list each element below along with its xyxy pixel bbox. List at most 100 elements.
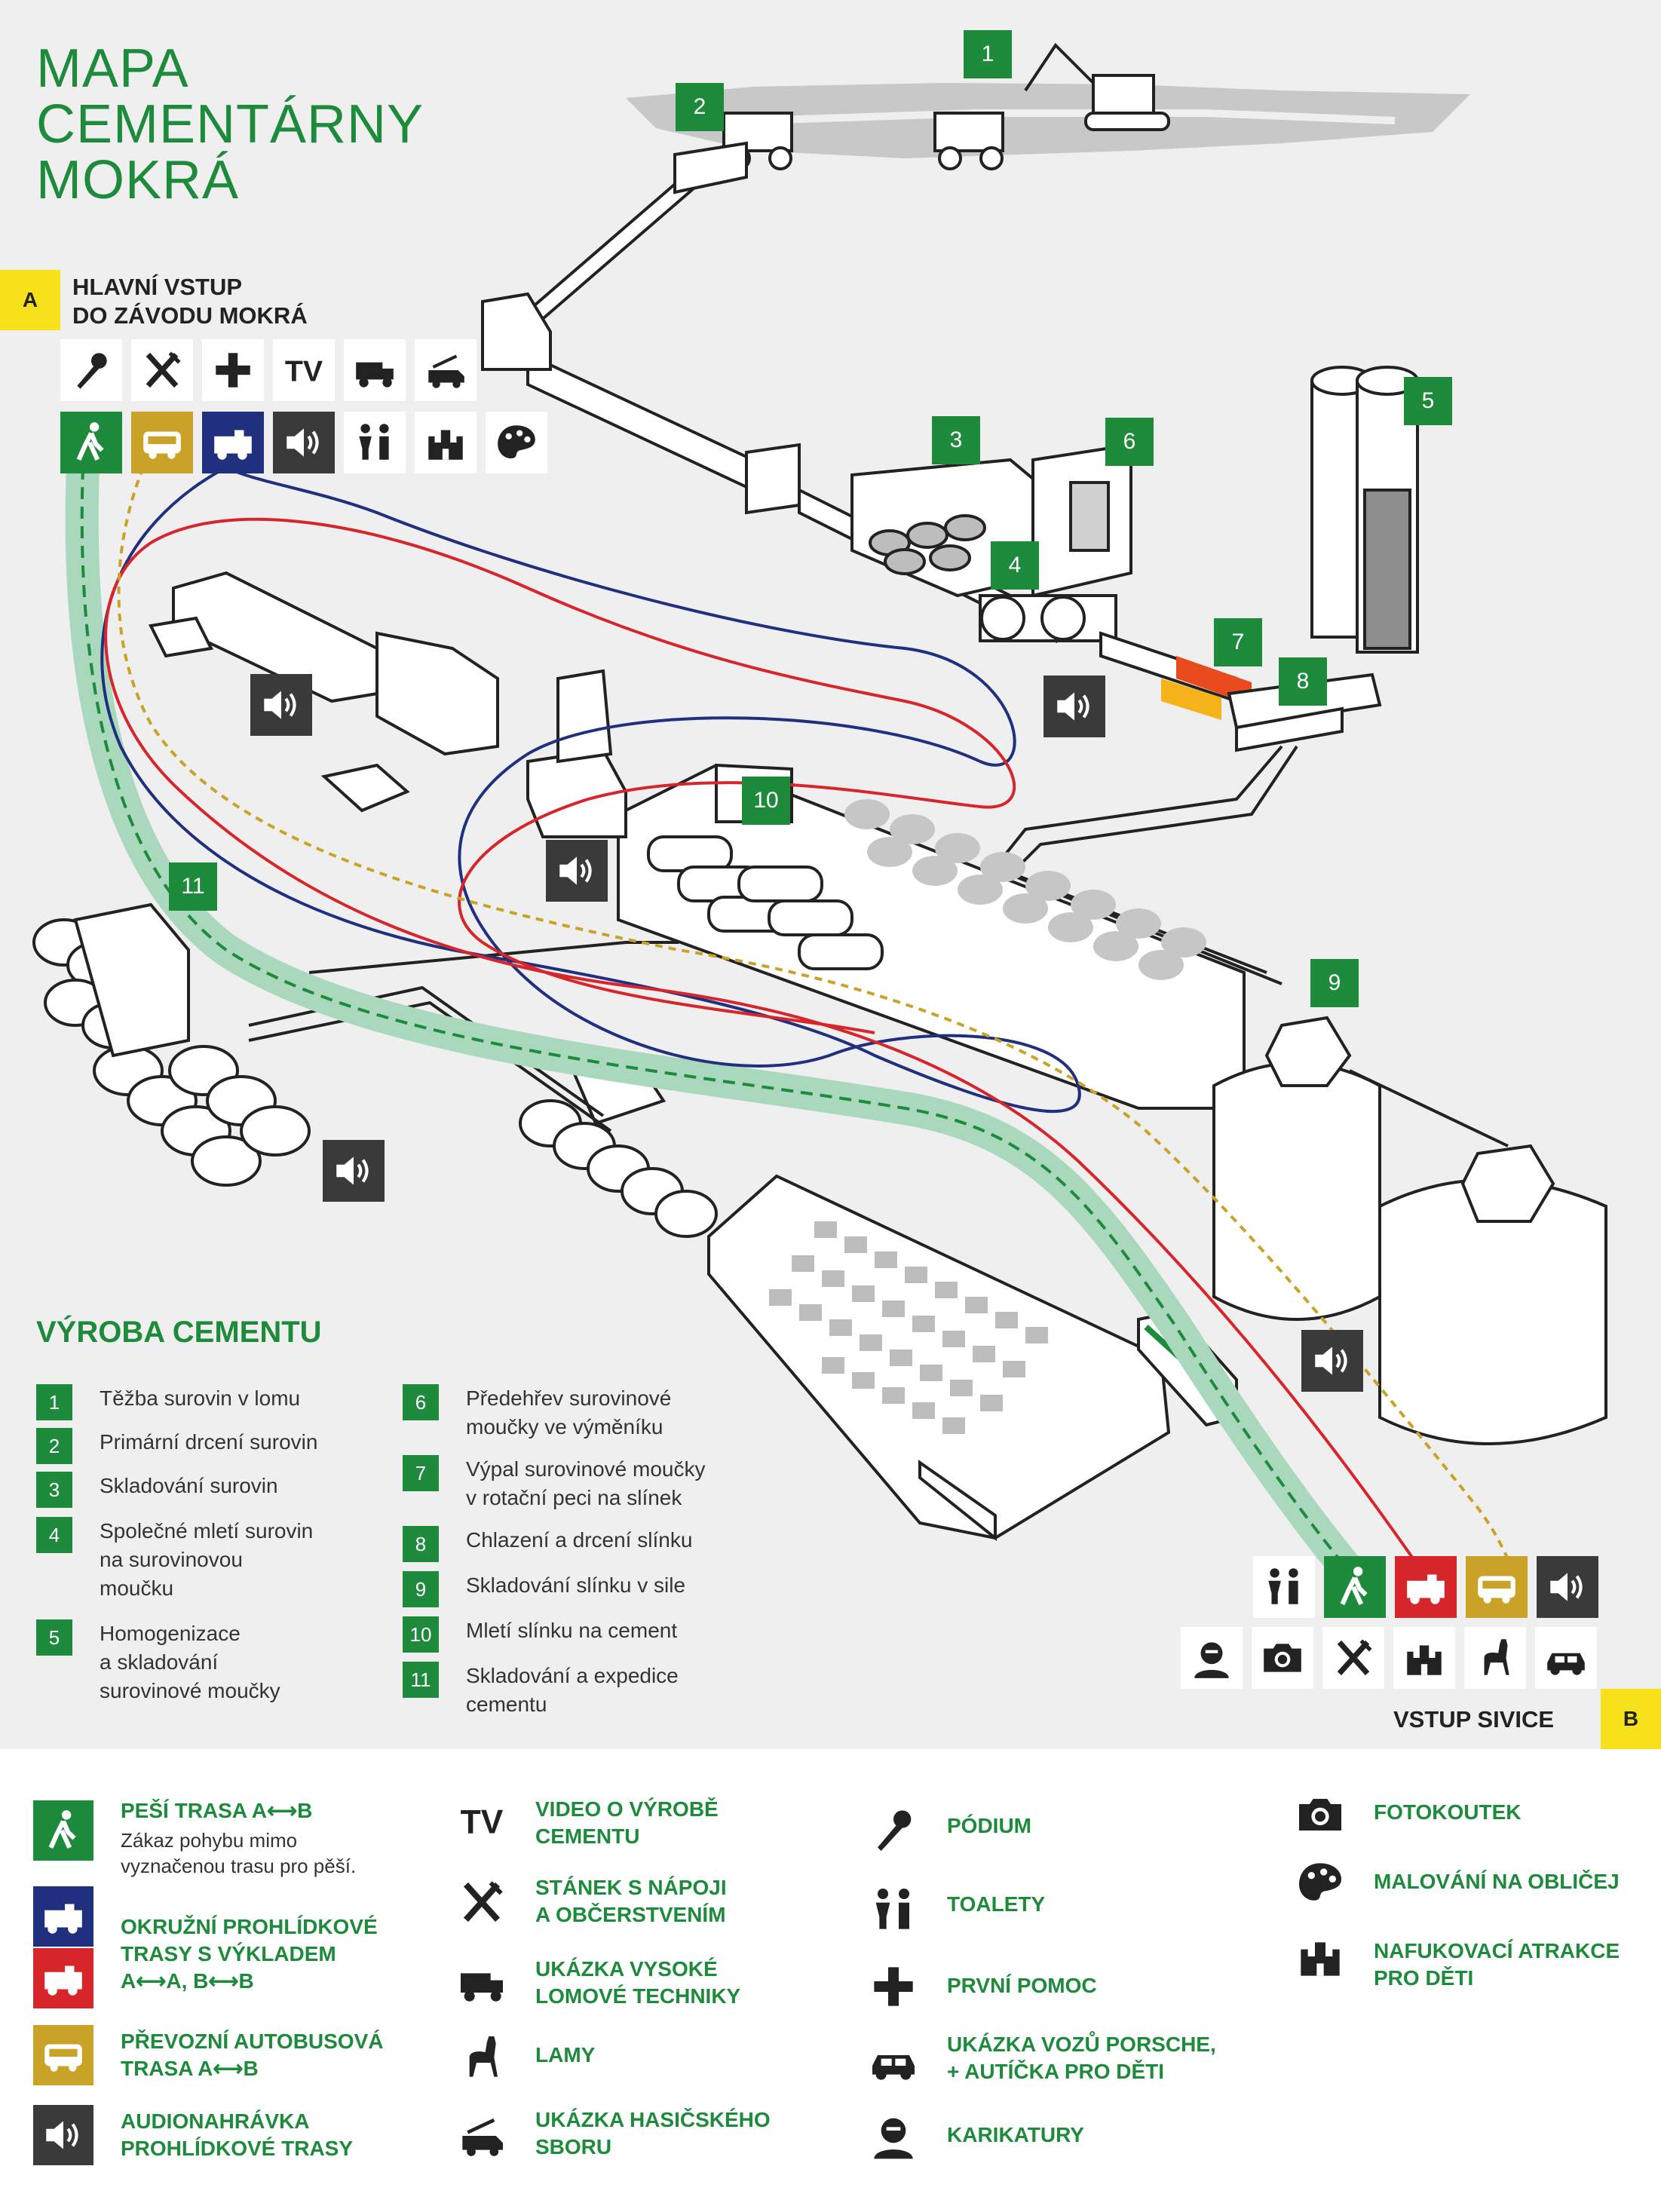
first-aid-icon[interactable] — [202, 339, 264, 401]
expedition-conveyors — [248, 941, 679, 1132]
step-text-3: Skladování surovin — [100, 1474, 278, 1497]
map-step-10[interactable]: 10 — [742, 777, 790, 825]
excavator — [1024, 42, 1170, 131]
quarry-area — [626, 83, 1470, 158]
map-step-3[interactable]: 3 — [932, 416, 980, 464]
map-audio-marker-4[interactable] — [323, 1140, 385, 1202]
step-row-9: 9 Skladování slínku v sile — [403, 1571, 685, 1607]
legend-toilets-label: TOALETY — [947, 1892, 1046, 1916]
legend-audio-icon — [33, 2105, 93, 2165]
entry-b-walking-icon[interactable] — [1324, 1556, 1386, 1618]
entry-b-toilets-icon[interactable] — [1253, 1556, 1315, 1618]
legend-toilets-icon — [875, 1889, 909, 1929]
legend-mining-icon — [461, 1973, 503, 2002]
bouncy-castle-icon[interactable] — [415, 412, 477, 473]
legend-food-label: STÁNEK S NÁPOJI A OBČERSTVENÍM — [535, 1876, 727, 1926]
toilets-icon[interactable] — [344, 412, 406, 473]
legend-video-icon-label: TV — [461, 1803, 504, 1840]
cement-mill-building — [617, 763, 1246, 1110]
stage-icon[interactable] — [60, 339, 122, 401]
walking-path-dashed — [80, 467, 1351, 1573]
map-step-11[interactable]: 11 — [169, 862, 217, 911]
step-text-8: Chlazení a drcení slínku — [466, 1528, 693, 1552]
legend-llama-icon — [469, 2036, 498, 2077]
video-icon[interactable]: TV — [273, 339, 335, 401]
legend-food-icon — [463, 1881, 503, 1922]
map-audio-marker-1[interactable] — [250, 674, 312, 736]
step-num-2: 2 — [36, 1428, 72, 1464]
entry-b-tour-train-red-icon[interactable] — [1395, 1556, 1457, 1618]
map-step-7[interactable]: 7 — [1214, 618, 1262, 666]
legend-tour-navy-icon — [33, 1886, 93, 1947]
entry-b-audio-icon[interactable] — [1537, 1556, 1598, 1618]
step-row-11: 11 Skladování a expedice cementu — [403, 1662, 679, 1719]
legend-first-aid-label: PRVNÍ POMOC — [947, 1974, 1097, 1997]
step-text-10: Mletí slínku na cement — [466, 1619, 678, 1642]
step-num-3: 3 — [36, 1472, 72, 1508]
cement-bags — [769, 1221, 1048, 1434]
bus-icon[interactable] — [131, 412, 193, 473]
entry-b-bouncy-castle-icon[interactable] — [1393, 1627, 1455, 1689]
legend-face-paint-icon — [1299, 1863, 1341, 1901]
map-step-8[interactable]: 8 — [1279, 657, 1327, 706]
map-audio-marker-2[interactable] — [1043, 676, 1105, 737]
entry-b-photo-icon[interactable] — [1252, 1627, 1313, 1689]
entry-b-bus-icon[interactable] — [1466, 1556, 1528, 1618]
tour-train-navy-icon[interactable] — [202, 412, 264, 473]
tour-route-red — [104, 517, 1427, 1577]
cement-silos — [32, 902, 311, 1187]
entry-b-caricature-icon[interactable] — [1181, 1627, 1243, 1689]
step-text-2: Primární drcení surovin — [100, 1430, 318, 1454]
entry-a-badge: A — [0, 270, 60, 330]
entry-b-food-icon[interactable] — [1322, 1627, 1384, 1689]
step-num-6: 6 — [403, 1384, 439, 1420]
step-row-10: 10 Mletí slínku na cement — [403, 1616, 677, 1653]
step-num-10: 10 — [403, 1616, 439, 1653]
map-step-6[interactable]: 6 — [1105, 418, 1154, 466]
step-row-5: 5 Homogenizace a skladování surovinové m… — [36, 1619, 280, 1705]
map-step-9[interactable]: 9 — [1310, 959, 1359, 1007]
legend-stage-icon — [878, 1810, 912, 1851]
step-row-3: 3 Skladování surovin — [36, 1472, 278, 1508]
legend-bus-label: PŘEVOZNÍ AUTOBUSOVÁ TRASA A⟷B — [121, 2030, 384, 2080]
step-num-11: 11 — [403, 1662, 439, 1698]
legend-car-icon — [872, 2055, 915, 2080]
step-num-7: 7 — [403, 1455, 439, 1491]
legend-first-aid-icon — [874, 1967, 913, 2006]
vertical-mill — [526, 669, 627, 838]
map-audio-marker-5[interactable] — [1301, 1330, 1363, 1392]
entry-b-car-icon[interactable] — [1535, 1627, 1597, 1689]
mining-truck-icon[interactable] — [344, 339, 406, 401]
map-step-2[interactable]: 2 — [676, 83, 724, 131]
step-num-8: 8 — [403, 1526, 439, 1562]
legend-walk-label: PEŠÍ TRASA A⟷B — [121, 1799, 313, 1822]
entry-b-label: VSTUP SIVICE — [1393, 1706, 1555, 1733]
legend-tour-red-icon — [33, 1948, 93, 2008]
audio-icon[interactable] — [273, 412, 335, 473]
food-stand-icon[interactable] — [131, 339, 193, 401]
map-step-5[interactable]: 5 — [1404, 377, 1452, 425]
entry-a-label-line-1: HLAVNÍ VSTUP — [72, 274, 243, 300]
map-step-4[interactable]: 4 — [991, 541, 1039, 590]
legend-caricature-icon — [874, 2118, 913, 2159]
step-text-11: Skladování a expedice cementu — [466, 1664, 679, 1716]
entry-b-llama-icon[interactable] — [1464, 1627, 1526, 1689]
bus-route-gold — [117, 467, 1517, 1576]
step-text-7: Výpal surovinové moučky v rotační peci n… — [466, 1457, 706, 1509]
map-step-1[interactable]: 1 — [964, 30, 1012, 78]
step-num-4: 4 — [36, 1517, 72, 1553]
fire-truck-icon[interactable] — [415, 339, 477, 401]
symbols-legend: PEŠÍ TRASA A⟷B Zákaz pohybu mimo vyznače… — [0, 1749, 1661, 2212]
legend-llama-label: LAMY — [535, 2043, 596, 2066]
legend-video-icon: TV — [461, 1803, 504, 1840]
map-title-line-1: MAPA — [36, 38, 189, 99]
legend-bus-icon — [33, 2025, 93, 2085]
step-text-4: Společné mletí surovin na surovinovou mo… — [100, 1519, 314, 1600]
face-paint-icon[interactable] — [486, 412, 547, 473]
legend-walk-note: Zákaz pohybu mimo vyznačenou trasu pro p… — [121, 1829, 357, 1877]
legend-porsche-label: UKÁZKA VOZŮ PORSCHE, + AUTÍČKA PRO DĚTI — [947, 2033, 1216, 2083]
map-audio-marker-3[interactable] — [546, 840, 608, 902]
legend-photo-icon — [1299, 1799, 1341, 1831]
dump-truck-1 — [933, 112, 1004, 170]
walking-route-icon[interactable] — [60, 412, 122, 473]
